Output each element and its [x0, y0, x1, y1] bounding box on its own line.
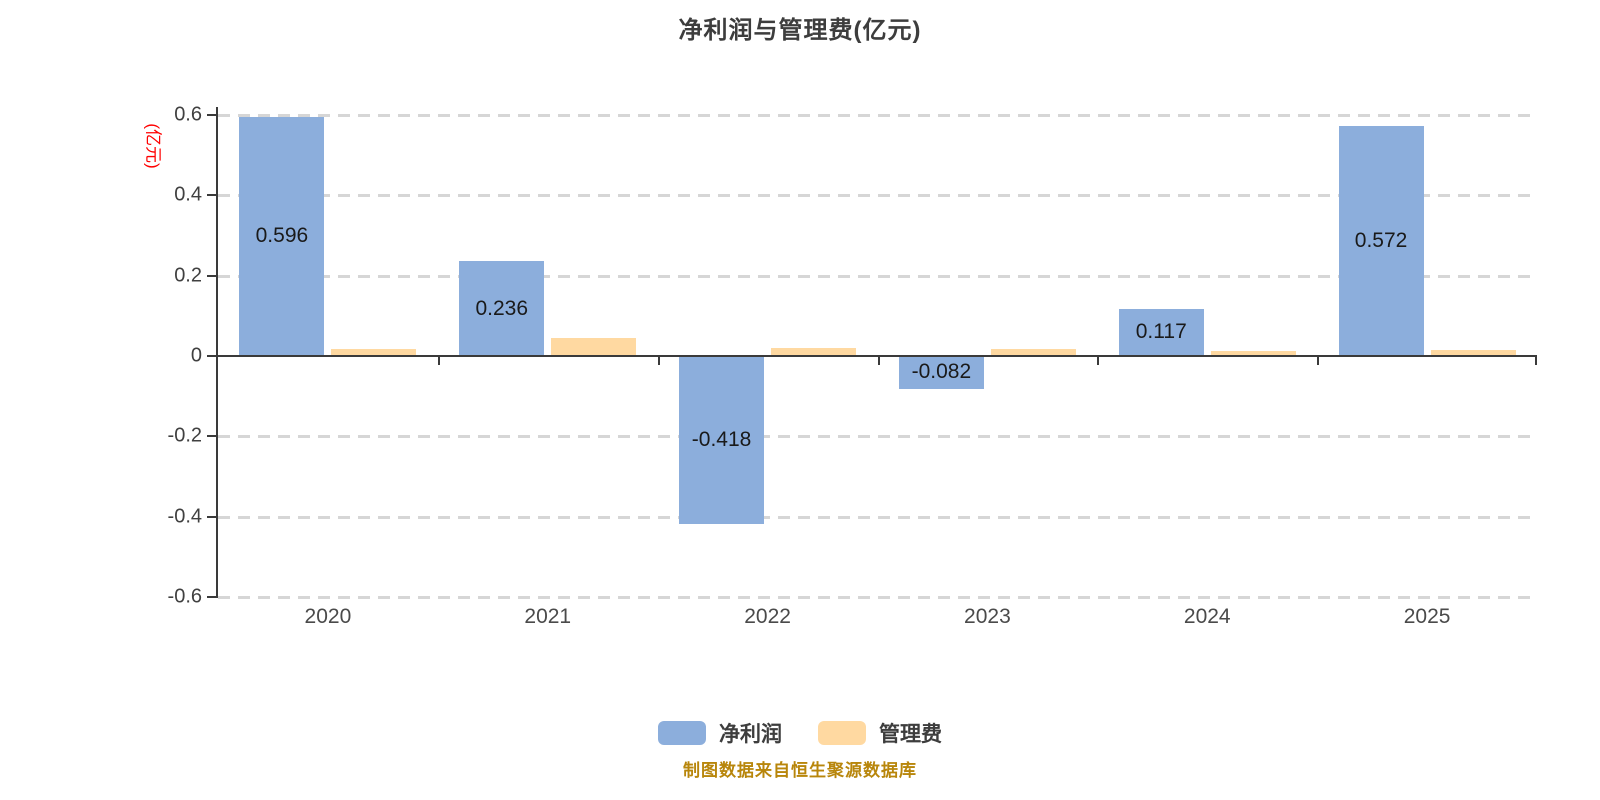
bar-value-label: 0.117	[1135, 320, 1187, 344]
x-axis-label-2021: 2021	[524, 605, 572, 628]
y-tick-mark	[207, 194, 218, 197]
bar-净利润-2020	[239, 116, 325, 356]
x-tick-mark	[437, 356, 440, 365]
gridline--0.4	[218, 515, 1537, 519]
y-tick-label: 0.4	[174, 183, 202, 206]
x-tick-mark	[1317, 356, 1320, 365]
gridline--0.2	[218, 435, 1537, 439]
y-tick-mark	[207, 435, 218, 438]
y-tick-label: 0.6	[174, 103, 202, 126]
plot-area: 0.596 0.236 -0.418 -0.082 0.117 0.572 0.6 0.4 0…	[168, 104, 1537, 628]
gridline--0.6	[218, 596, 1537, 599]
gridline-0.2	[218, 274, 1537, 278]
bar-value-label: 0.572	[1354, 229, 1408, 253]
legend-swatch	[818, 721, 866, 745]
legend-swatch	[658, 721, 706, 745]
x-axis-label-2025: 2025	[1403, 605, 1451, 628]
x-tick-mark	[1535, 356, 1537, 365]
bar-管理费-2021	[551, 337, 637, 356]
bar-净利润-2022	[679, 356, 765, 524]
x-axis-label-2024: 2024	[1183, 605, 1231, 628]
x-tick-mark	[1097, 356, 1100, 365]
x-axis-label-2022: 2022	[744, 605, 791, 628]
bar-value-label: 0.236	[475, 296, 529, 320]
y-tick-mark	[207, 274, 218, 277]
bar-净利润-2025	[1338, 126, 1424, 356]
x-tick-mark	[657, 356, 660, 365]
bar-净利润-2024	[1118, 309, 1204, 356]
bar-净利润-2021	[459, 261, 545, 356]
y-tick-label: 0	[190, 344, 202, 367]
bar-value-label: -0.418	[691, 427, 752, 451]
chart-title: 净利润与管理费(亿元)	[678, 17, 922, 44]
y-tick-mark	[207, 515, 218, 518]
x-axis-label-2020: 2020	[304, 605, 352, 628]
bar-value-label: 0.596	[255, 224, 309, 248]
y-axis-unit-label: (亿元)	[143, 123, 163, 169]
legend: 净利润 管理费	[0, 718, 1600, 748]
legend-label: 净利润	[719, 723, 782, 746]
legend-item-净利润: 净利润	[658, 718, 782, 748]
bar-净利润-2023	[898, 356, 984, 389]
y-tick-label: -0.4	[167, 505, 202, 528]
bar-管理费-2023	[990, 348, 1076, 356]
y-axis-line	[216, 107, 218, 597]
x-axis-label-2023: 2023	[964, 605, 1011, 628]
y-tick-label: 0.2	[174, 264, 202, 287]
y-tick-mark	[207, 596, 218, 598]
bar-管理费-2024	[1210, 351, 1296, 356]
bar-管理费-2020	[331, 348, 417, 356]
y-tick-label: -0.2	[167, 424, 202, 447]
bar-value-label: -0.082	[911, 360, 972, 384]
y-tick-mark	[207, 355, 218, 357]
gridline-0.6	[218, 114, 1537, 117]
bar-管理费-2022	[771, 347, 857, 356]
data-source-note: 制图数据来自恒生聚源数据库	[683, 761, 917, 780]
y-tick-mark	[207, 114, 218, 116]
legend-label: 管理费	[879, 723, 942, 746]
x-tick-mark	[877, 356, 880, 365]
bar-管理费-2025	[1430, 349, 1516, 356]
y-tick-label: -0.6	[167, 585, 202, 608]
legend-item-管理费: 管理费	[818, 718, 942, 748]
gridline-0.4	[218, 194, 1537, 198]
